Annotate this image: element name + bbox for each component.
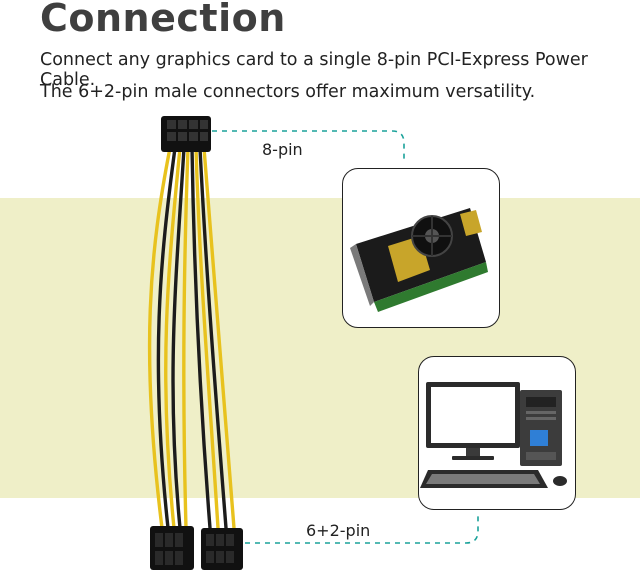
connector-dashed-lines <box>212 130 479 544</box>
8-pin-male-connector <box>150 526 194 570</box>
graphics-card-image <box>350 208 488 312</box>
page-title: Connection <box>40 0 286 40</box>
6-plus-2-pin-connector <box>201 528 243 570</box>
split-cable-wires <box>147 146 236 530</box>
8-pin-label: 8-pin <box>262 140 303 159</box>
desktop-computer-image <box>420 382 567 488</box>
8-pin-connector <box>161 116 211 152</box>
subtitle-line-2: The 6+2-pin male connectors offer maximu… <box>40 82 536 102</box>
6-plus-2-pin-label: 6+2-pin <box>306 521 371 540</box>
subtitle-line-1: Connect any graphics card to a single 8-… <box>40 50 588 90</box>
